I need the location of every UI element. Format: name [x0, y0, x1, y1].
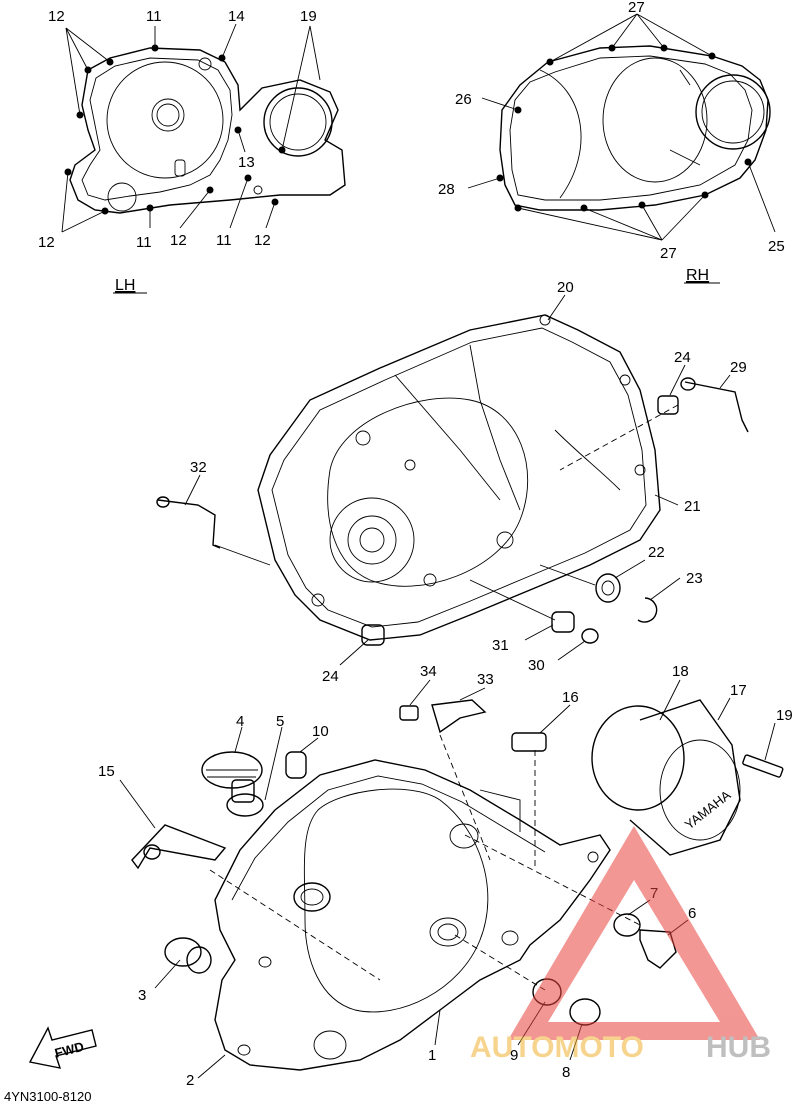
callout-9: 9 — [510, 1047, 518, 1064]
watermark-triangle-icon — [508, 826, 760, 1040]
callout-29: 29 — [730, 359, 747, 376]
callout-32: 32 — [190, 459, 207, 476]
crankcase-cover-assembly — [257, 314, 661, 641]
crankcase-hardware — [156, 377, 749, 646]
callout-24: 24 — [322, 668, 339, 685]
callout-15: 15 — [98, 763, 115, 780]
callout-1: 1 — [428, 1047, 436, 1064]
callout-31: 31 — [492, 637, 509, 654]
callout-28: 28 — [438, 181, 455, 198]
rh-gasket — [499, 45, 771, 211]
callout-33: 33 — [477, 671, 494, 688]
callout-14: 14 — [228, 8, 245, 25]
callout-11: 11 — [136, 234, 152, 251]
callout-3: 3 — [138, 987, 146, 1004]
clutch-cover — [214, 759, 611, 1071]
callout-27: 27 — [628, 0, 645, 16]
callout-25: 25 — [768, 238, 785, 255]
callout-6: 6 — [688, 905, 696, 922]
lh-callout-leaders — [61, 23, 321, 233]
callout-22: 22 — [648, 544, 665, 561]
callout-19: 19 — [300, 8, 317, 25]
callout-21: 21 — [684, 498, 701, 515]
callout-11: 11 — [216, 232, 232, 249]
rh-label: RH — [686, 267, 709, 284]
cover-brand-text: YAMAHA — [682, 787, 734, 832]
callout-2: 2 — [186, 1072, 194, 1089]
callout-10: 10 — [312, 723, 329, 740]
lh-gasket — [69, 47, 346, 214]
middle-callout-leaders — [184, 294, 731, 666]
callout-5: 5 — [276, 713, 284, 730]
callout-34: 34 — [420, 663, 437, 680]
callout-23: 23 — [686, 570, 703, 587]
callout-8: 8 — [562, 1064, 570, 1081]
callout-19: 19 — [776, 707, 793, 724]
callout-20: 20 — [557, 279, 574, 296]
lower-callout-leaders — [119, 679, 776, 1079]
callout-30: 30 — [528, 657, 545, 674]
fwd-arrow: FWD — [28, 1026, 97, 1069]
callout-11: 11 — [146, 8, 162, 25]
callout-12: 12 — [170, 232, 187, 249]
crankshaft-cover: YAMAHA — [591, 699, 784, 856]
callout-26: 26 — [455, 91, 472, 108]
callout-12: 12 — [254, 232, 271, 249]
callout-12: 12 — [48, 8, 65, 25]
callout-17: 17 — [730, 682, 747, 699]
callout-12: 12 — [38, 234, 55, 251]
callout-16: 16 — [562, 689, 579, 706]
automotohub-watermark: AUTOMOTO HUB — [470, 826, 771, 1064]
watermark-text-secondary: HUB — [706, 1031, 771, 1064]
diagram-code: 4YN3100-8120 — [4, 1089, 91, 1104]
callout-18: 18 — [672, 663, 689, 680]
callout-13: 13 — [238, 154, 255, 171]
rh-callout-leaders — [467, 13, 776, 241]
callout-24: 24 — [674, 349, 691, 366]
fwd-label: FWD — [53, 1039, 85, 1061]
clutch-cover-hardware — [131, 699, 677, 1026]
watermark-text-primary: AUTOMOTO — [470, 1031, 644, 1064]
lh-label: LH — [115, 277, 135, 294]
callout-4: 4 — [236, 713, 244, 730]
callout-27: 27 — [660, 245, 677, 262]
